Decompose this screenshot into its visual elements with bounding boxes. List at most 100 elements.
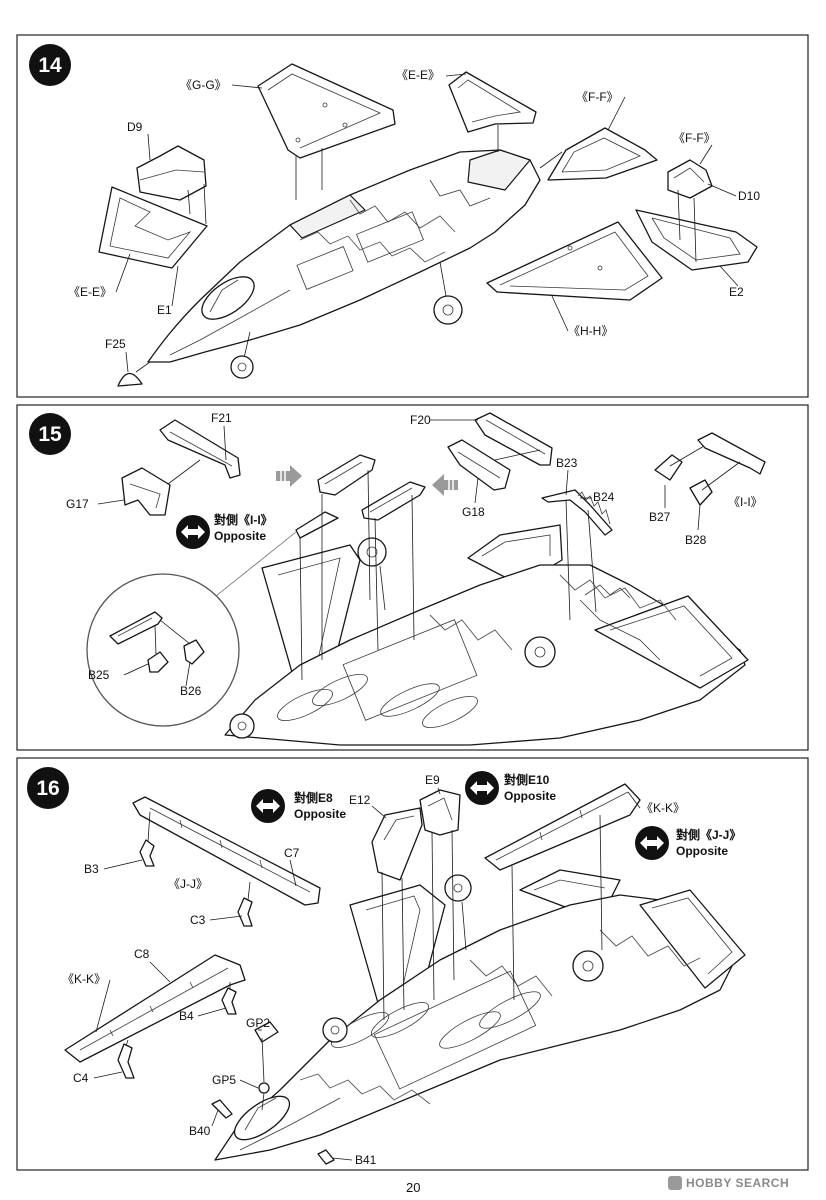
aircraft-body-15 xyxy=(224,524,749,746)
part-gg-fin xyxy=(257,63,396,159)
aircraft-fuselage-14 xyxy=(147,149,541,363)
step-14-badge: 14 xyxy=(29,44,71,86)
label-jj: 《J-J》 xyxy=(168,877,208,891)
step-15-frame xyxy=(16,404,809,751)
part-bay-door-a xyxy=(317,454,376,496)
double-arrow-icon xyxy=(176,515,210,549)
label-f20: F20 xyxy=(410,413,431,427)
label-e12: E12 xyxy=(349,793,371,807)
aircraft-body-16 xyxy=(214,869,746,1161)
part-f21 xyxy=(159,419,241,479)
opposite-note-jj-secondary: Opposite xyxy=(676,844,729,858)
part-b4 xyxy=(221,987,237,1015)
label-ee-left: 《E-E》 xyxy=(68,285,113,299)
landing-gear-16 xyxy=(322,874,604,1043)
watermark-logo-icon xyxy=(668,1176,682,1190)
part-b23-b24-ladder xyxy=(541,489,613,536)
label-b26: B26 xyxy=(180,684,202,698)
label-kk-top: 《K-K》 xyxy=(641,801,686,815)
part-g17 xyxy=(121,467,171,516)
part-c4 xyxy=(117,1043,135,1079)
double-arrow-icon xyxy=(251,789,285,823)
opposite-note-e8: 對側E8 Opposite xyxy=(294,790,346,822)
label-b25: B25 xyxy=(88,668,110,682)
opposite-note-ii-secondary: Opposite xyxy=(214,529,267,543)
label-gg: 《G-G》 xyxy=(180,78,227,92)
part-bay-door-c xyxy=(295,511,339,539)
label-gp2: GP2 xyxy=(246,1016,271,1030)
label-b3: B3 xyxy=(84,862,99,876)
part-b27-b28 xyxy=(654,432,766,506)
step-16-number: 16 xyxy=(36,777,59,800)
label-b24: B24 xyxy=(593,490,615,504)
label-c4: C4 xyxy=(73,1071,89,1085)
part-c7-bar xyxy=(132,796,321,906)
label-f25: F25 xyxy=(105,337,126,351)
part-gp5 xyxy=(258,1082,270,1094)
label-e2: E2 xyxy=(729,285,744,299)
step-15-badge: 15 xyxy=(29,413,71,455)
opposite-note-jj-primary: 對側《J-J》 xyxy=(676,828,742,842)
part-b40 xyxy=(211,1099,233,1119)
double-arrow-icon xyxy=(465,771,499,805)
opposite-note-e10-primary: 對側E10 xyxy=(504,773,550,787)
label-g18: G18 xyxy=(462,505,485,519)
page-number: 20 xyxy=(406,1180,421,1195)
part-hh xyxy=(486,221,663,301)
label-b40: B40 xyxy=(189,1124,211,1138)
label-kk-left: 《K-K》 xyxy=(62,972,107,986)
part-e2 xyxy=(635,209,758,271)
label-ff-top: 《F-F》 xyxy=(576,90,619,104)
step-16-frame xyxy=(16,757,809,1171)
part-b3 xyxy=(139,839,155,867)
label-ee-top: 《E-E》 xyxy=(396,68,441,82)
part-e12 xyxy=(371,807,423,881)
opposite-note-e8-primary: 對側E8 xyxy=(294,791,333,805)
part-g18 xyxy=(447,439,511,491)
part-ee-top xyxy=(448,71,537,133)
part-c3 xyxy=(237,897,253,927)
step-15-number: 15 xyxy=(38,423,62,446)
label-g17: G17 xyxy=(66,497,89,511)
part-ff-right xyxy=(667,159,713,199)
opposite-note-e10-secondary: Opposite xyxy=(504,789,557,803)
label-c8: C8 xyxy=(134,947,150,961)
label-gp5: GP5 xyxy=(212,1073,237,1087)
leader-lines-14 xyxy=(115,73,739,373)
opposite-note-e8-secondary: Opposite xyxy=(294,807,347,821)
opposite-note-ii-primary: 對側《I-I》 xyxy=(214,513,273,527)
part-ff-top xyxy=(547,127,658,181)
landing-gear-15 xyxy=(229,537,556,739)
part-c8-bar xyxy=(64,954,246,1063)
label-b28: B28 xyxy=(685,533,707,547)
step-14-number: 14 xyxy=(38,54,62,77)
detail-magnifier-circle xyxy=(86,531,297,727)
main-gear-14 xyxy=(433,261,463,325)
gray-arrow-icon xyxy=(276,465,302,487)
leader-lines-16 xyxy=(93,787,641,1161)
part-b41 xyxy=(317,1149,335,1165)
part-e1 xyxy=(98,186,208,269)
part-gp2 xyxy=(254,1021,279,1043)
opposite-note-ii: 對側《I-I》 Opposite xyxy=(214,512,273,544)
opposite-note-jj: 對側《J-J》 Opposite xyxy=(676,827,741,859)
part-e9 xyxy=(419,789,461,836)
label-d9: D9 xyxy=(127,120,143,134)
label-b23: B23 xyxy=(556,456,578,470)
label-d10: D10 xyxy=(738,189,761,203)
label-e9: E9 xyxy=(425,773,440,787)
label-b41: B41 xyxy=(355,1153,377,1167)
label-c7: C7 xyxy=(284,846,300,860)
part-d9 xyxy=(136,145,207,201)
label-b27: B27 xyxy=(649,510,671,524)
label-c3: C3 xyxy=(190,913,206,927)
gray-arrow-icon xyxy=(432,474,458,496)
watermark: HOBBY SEARCH xyxy=(686,1176,790,1190)
leader-lines-15 xyxy=(97,419,741,687)
double-arrow-icon xyxy=(635,826,669,860)
label-hh: 《H-H》 xyxy=(568,324,614,338)
label-ff-right: 《F-F》 xyxy=(673,131,716,145)
part-bay-door-b xyxy=(361,481,426,521)
